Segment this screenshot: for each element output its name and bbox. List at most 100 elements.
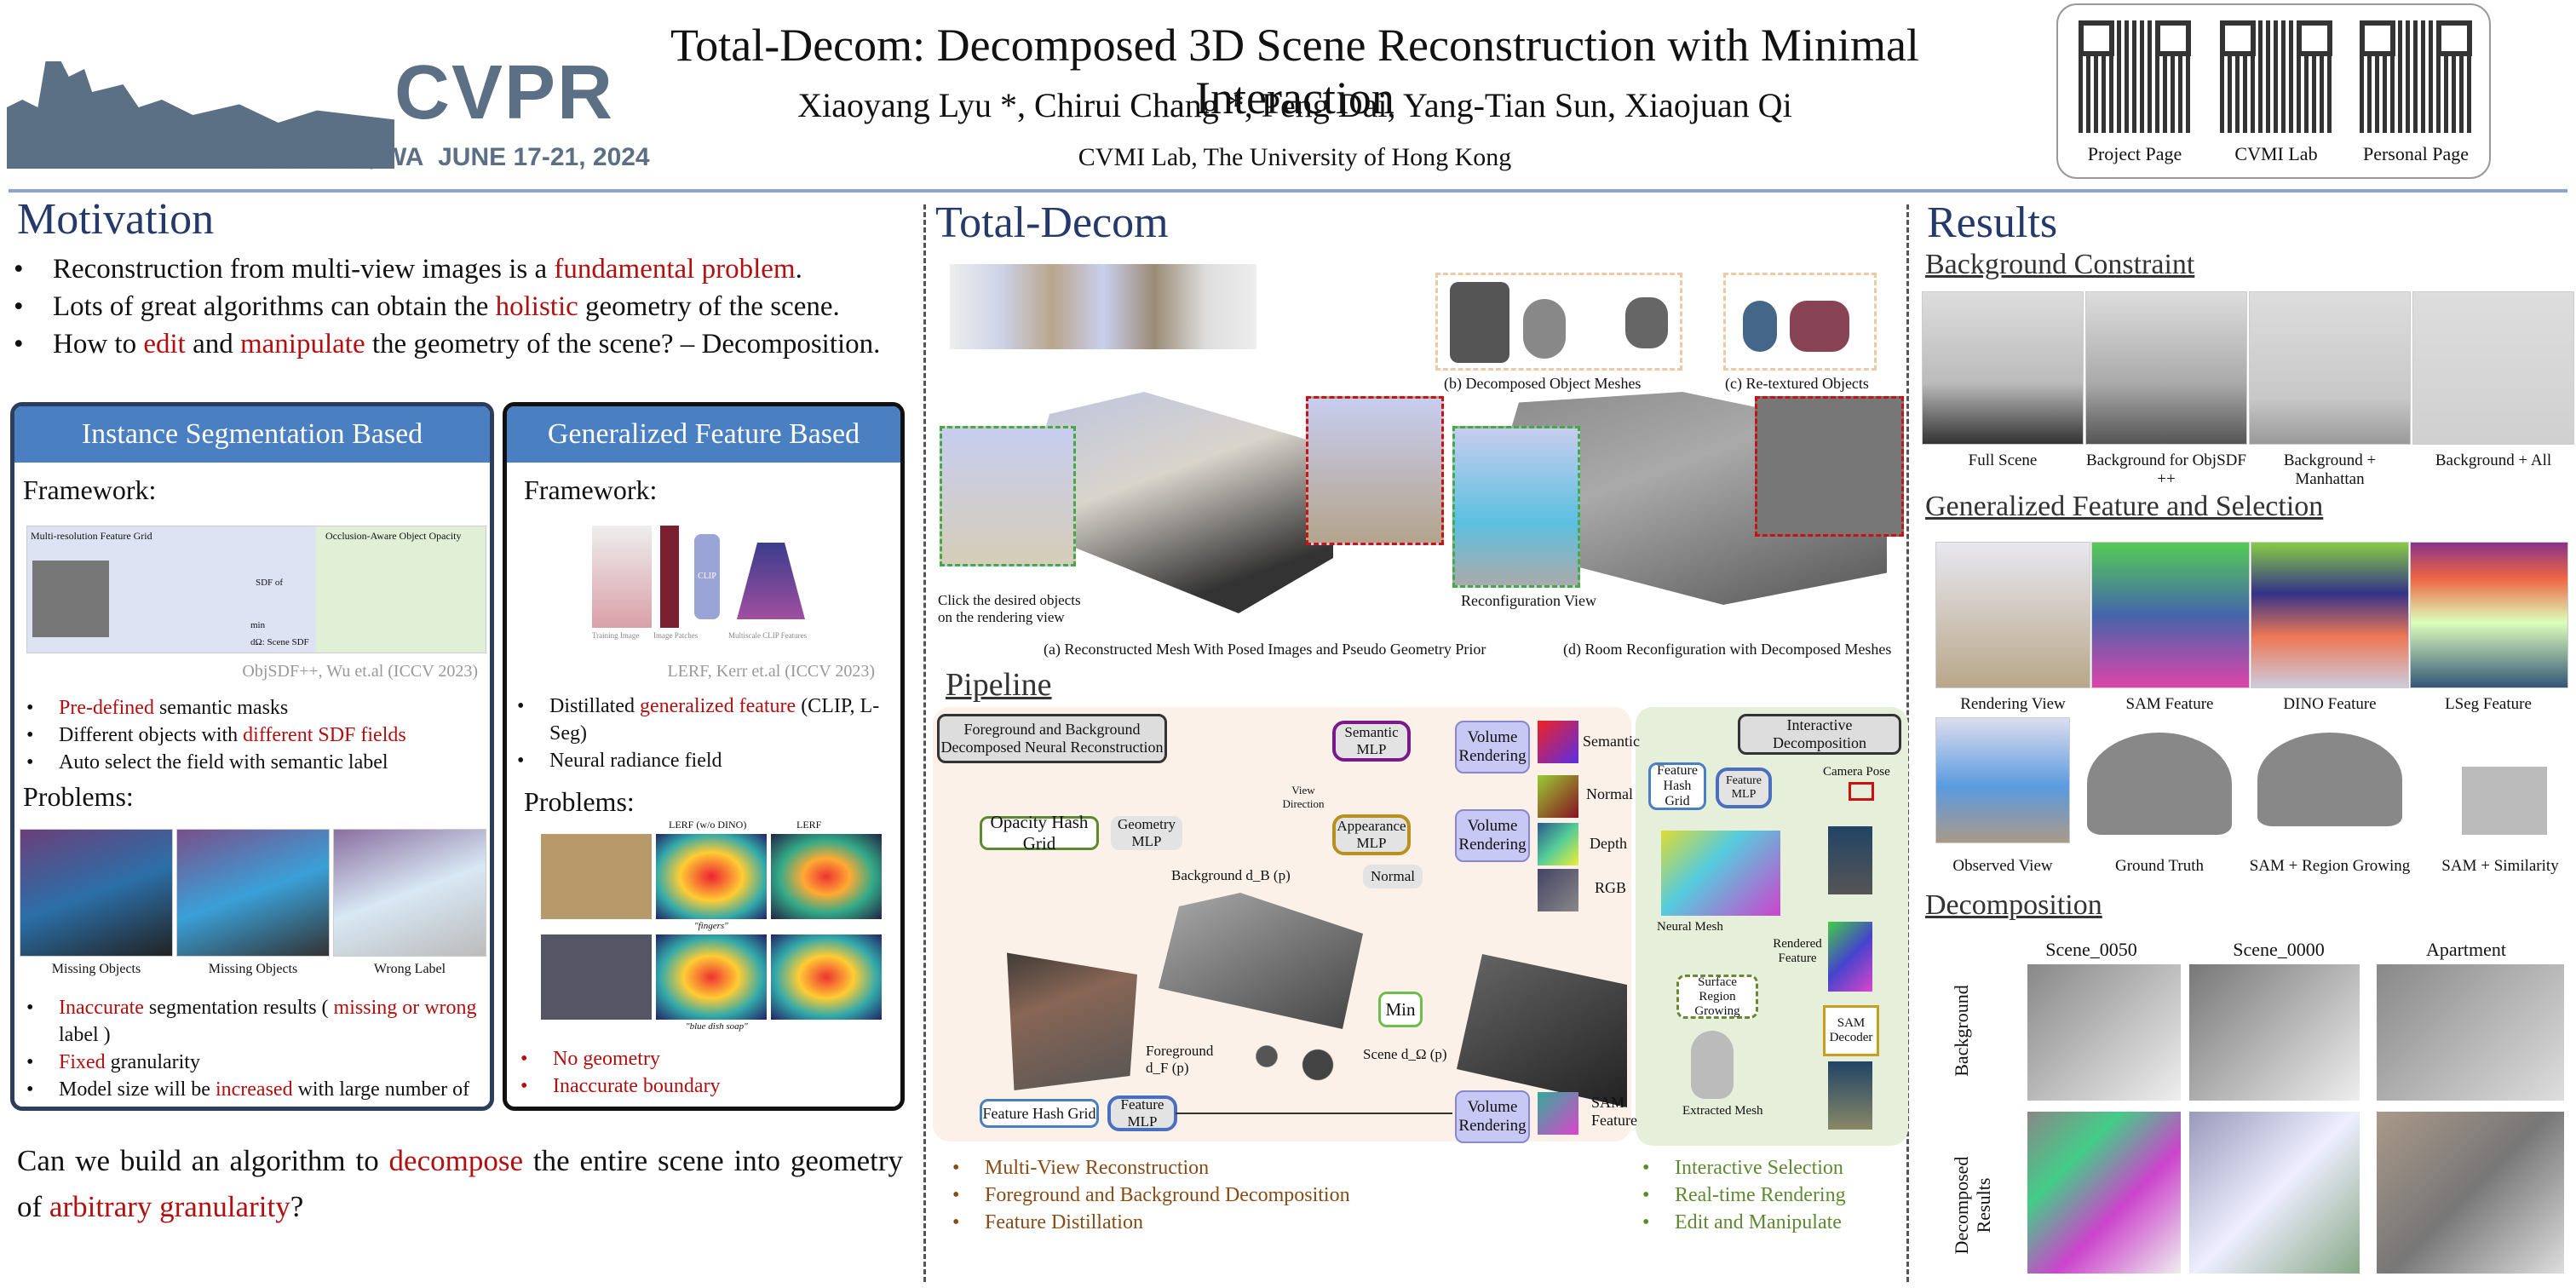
caption-reconfig: Reconfiguration View	[1461, 592, 1597, 609]
pipeline-title: Pipeline	[946, 667, 1052, 703]
selected-object-view[interactable]	[1306, 396, 1444, 545]
decomp-bg-image	[2377, 964, 2564, 1101]
depth-output	[1538, 823, 1578, 865]
list-item: Fixed granularity	[20, 1049, 490, 1076]
list-item: Multi-View Reconstruction	[946, 1154, 1457, 1182]
caption-click: Click the desired objects on the renderi…	[938, 592, 1081, 625]
object-mesh	[1625, 297, 1668, 348]
retextured-object	[1743, 301, 1777, 352]
list-item: How to edit and manipulate the geometry …	[5, 325, 922, 363]
cvpr-logo: CVPR SEATTLE, WA JUNE 17-21, 2024	[7, 15, 650, 171]
figure-label: SDF of	[256, 578, 284, 588]
normal-node: Normal	[1363, 865, 1423, 888]
decomp-bg-image	[2189, 964, 2360, 1101]
list-item: Model size will be increased with large …	[20, 1076, 490, 1107]
foreground-label: Foreground d_F (p)	[1146, 1043, 1214, 1076]
framework-label: Framework:	[23, 474, 157, 505]
reconfiguration-view	[1452, 426, 1580, 588]
pipeline-right-bullets: Interactive Selection Real-time Renderin…	[1636, 1154, 1908, 1236]
problem-image	[656, 934, 767, 1020]
caption-a: (a) Reconstructed Mesh With Posed Images…	[1044, 641, 1486, 658]
list-item: Different objects with different SDF fie…	[20, 722, 488, 749]
caption-d: (d) Room Reconfiguration with Decomposed…	[1563, 641, 1892, 658]
lerf-problem-figure: LERF (w/o DINO) LERF "fingers" "blue dis…	[541, 819, 882, 1040]
qr-code-project-page[interactable]	[2079, 20, 2191, 133]
column-label: Scene_0050	[2045, 939, 2137, 960]
list-item: Inaccurate segmentation results ( missin…	[20, 994, 490, 1049]
min-node: Min	[1378, 992, 1423, 1027]
authors: Xiaoyang Lyu *, Chirui Chang *, Peng Dai…	[797, 86, 1792, 124]
problems-label: Problems:	[524, 786, 635, 817]
room-thumbnail	[32, 561, 109, 637]
problem-image	[333, 829, 486, 957]
similarity-mesh	[2462, 767, 2547, 835]
int-feature-hash-grid: Feature Hash Grid	[1648, 762, 1706, 810]
citation: ObjSDF++, Wu et.al (ICCV 2023)	[242, 662, 478, 681]
problem-image	[771, 934, 882, 1020]
posed-images	[950, 264, 1256, 349]
decomp-result-image	[2189, 1112, 2360, 1274]
problems-label: Problems:	[23, 781, 134, 812]
caption: Missing Objects	[208, 962, 298, 976]
caption: Background + Manhattan	[2283, 451, 2377, 488]
qr-code-cvmi-lab[interactable]	[2220, 20, 2332, 133]
rendered-view[interactable]	[1828, 826, 1872, 894]
figure-label: Occlusion-Aware Object Opacity	[325, 530, 462, 542]
problem-bullets: Inaccurate segmentation results ( missin…	[20, 994, 490, 1107]
feature-hash-grid: Feature Hash Grid	[980, 1099, 1099, 1128]
list-item: Foreground and Background Decomposition	[946, 1182, 1457, 1209]
output-label: RGB	[1595, 879, 1627, 896]
rgb-output	[1538, 869, 1578, 911]
output-label: Semantic	[1583, 733, 1640, 750]
caption: SAM + Similarity	[2441, 857, 2559, 875]
framework-bullets: Pre-defined semantic masks Different obj…	[20, 694, 488, 776]
list-item: Lots of great algorithms can obtain the …	[5, 288, 922, 325]
rendering-view[interactable]	[940, 426, 1076, 566]
caption: Background + All	[2435, 451, 2552, 469]
logo-cvpr-text: CVPR	[394, 50, 615, 135]
training-image	[592, 526, 652, 628]
objsdf-framework-figure: Multi-resolution Feature Grid Occlusion-…	[26, 526, 486, 653]
list-item: Real-time Rendering	[1636, 1182, 1908, 1209]
volume-rendering: Volume Rendering	[1455, 809, 1530, 862]
problem-image	[20, 829, 173, 957]
int-feature-mlp: Feature MLP	[1716, 768, 1772, 808]
figure-label: Training Image	[592, 631, 640, 640]
motivation-bullets: Reconstruction from multi-view images is…	[5, 250, 922, 363]
scene-label: Scene d_Ω (p)	[1363, 1046, 1447, 1062]
segmented-view	[1828, 1061, 1872, 1130]
neural-mesh	[1661, 831, 1780, 916]
problem-image	[541, 934, 652, 1020]
list-item: Feature Distillation	[946, 1209, 1457, 1236]
semantic-output	[1538, 721, 1578, 763]
output-label: Normal	[1586, 785, 1633, 802]
neural-mesh-label: Neural Mesh	[1657, 920, 1723, 934]
figure-label: LERF	[796, 819, 822, 831]
result-image	[2251, 542, 2409, 688]
caption-b: (b) Decomposed Object Meshes	[1444, 375, 1642, 392]
decomposed-meshes	[1435, 273, 1682, 371]
qr-code-personal-page[interactable]	[2360, 20, 2472, 133]
logo-location: SEATTLE, WA JUNE 17-21, 2024	[254, 143, 650, 172]
output-label: Depth	[1590, 835, 1627, 852]
list-item: Neural radiance field	[510, 747, 900, 774]
extracted-mesh	[1691, 1031, 1734, 1099]
poster-title: Total-Decom: Decomposed 3D Scene Reconst…	[670, 20, 1919, 124]
result-image	[2091, 542, 2250, 688]
column-label: Scene_0000	[2233, 939, 2325, 960]
list-item: Edit and Manipulate	[1636, 1209, 1908, 1236]
result-image	[2085, 291, 2247, 445]
motivation-title: Motivation	[17, 195, 215, 244]
result-image	[2249, 291, 2411, 445]
list-item: No geometry	[514, 1045, 900, 1072]
problem-image	[656, 834, 767, 919]
pipeline-left-bullets: Multi-View Reconstruction Foreground and…	[946, 1154, 1457, 1236]
volume-rendering: Volume Rendering	[1455, 1090, 1530, 1143]
framework-label: Framework:	[524, 474, 658, 505]
volume-rendering: Volume Rendering	[1455, 721, 1530, 773]
problem-bullets: No geometry Inaccurate boundary	[514, 1045, 900, 1100]
fg-bg-label: Foreground and Background Decomposed Neu…	[937, 714, 1167, 763]
row-label: Decomposed Results	[1951, 1156, 1994, 1255]
ground-truth-mesh	[2087, 733, 2232, 835]
figure-label: LERF (w/o DINO)	[669, 819, 747, 831]
